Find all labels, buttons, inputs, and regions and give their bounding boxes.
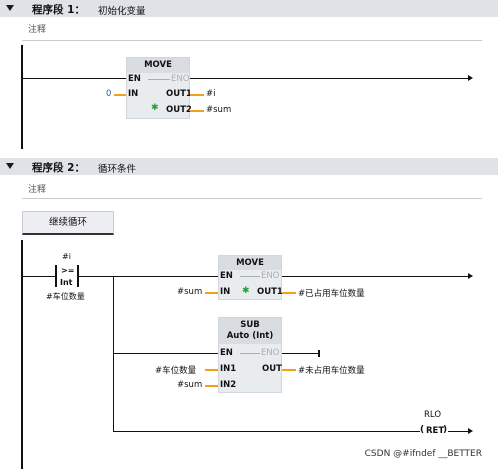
pin-eno: ENO — [261, 348, 280, 358]
network-2-header[interactable]: 程序段 2： 循环条件 — [0, 158, 498, 175]
in1-operand[interactable]: #车位数量 — [155, 366, 197, 376]
out1-pin-stub — [282, 292, 296, 294]
pin-en: EN — [220, 271, 233, 281]
ret-coil-left-paren: ( — [420, 425, 425, 435]
in-operand[interactable]: #sum — [177, 287, 203, 297]
sub-block-title: SUB — [240, 320, 260, 330]
in-pin-stub — [114, 94, 126, 96]
sub-block-datatype[interactable]: Auto (Int) — [226, 331, 274, 341]
sub-block-header: SUB Auto (Int) — [219, 318, 281, 344]
out-pin-stub — [282, 369, 296, 371]
pin-in: IN — [220, 287, 231, 297]
rung-end-arrow-icon — [468, 75, 473, 81]
rung-wire — [22, 78, 126, 79]
sub-block[interactable]: SUB Auto (Int) — [218, 317, 282, 393]
in2-operand[interactable]: #sum — [177, 380, 203, 390]
ret-rlo-label: RLO — [424, 410, 442, 420]
move-block-header: MOVE — [127, 58, 189, 73]
rung-end-arrow-icon — [468, 428, 473, 434]
network-2-title: 程序段 2： — [32, 162, 85, 174]
ret-coil[interactable]: RET — [426, 426, 445, 436]
out2-pin-stub — [190, 110, 204, 112]
network-1-comment[interactable]: 注释 — [28, 25, 47, 35]
collapse-triangle-icon[interactable] — [6, 163, 14, 169]
add-output-star-icon[interactable]: ✱ — [151, 103, 159, 113]
pin-en: EN — [220, 348, 233, 358]
en-eno-link — [240, 276, 260, 277]
branch-wire — [113, 276, 114, 432]
network-1-header[interactable]: 程序段 1： 初始化变量 — [0, 0, 498, 17]
network-1-name[interactable]: 初始化变量 — [98, 6, 146, 17]
move-block[interactable]: MOVE — [126, 57, 190, 119]
contact-left-bar — [55, 265, 57, 287]
rung-wire — [448, 431, 469, 432]
in1-pin-stub — [205, 369, 218, 371]
eno-wire — [282, 353, 318, 354]
network-2-name[interactable]: 循环条件 — [98, 164, 137, 175]
out-operand[interactable]: #未占用车位数量 — [298, 366, 365, 376]
contact-right-bar — [77, 265, 79, 287]
add-output-star-icon[interactable]: ✱ — [242, 286, 250, 296]
rung-end-arrow-icon — [468, 273, 473, 279]
network-2-comment[interactable]: 注释 — [28, 185, 47, 195]
contact-top-operand[interactable]: #i — [62, 252, 71, 261]
in2-pin-stub — [205, 385, 218, 387]
contact-bottom-operand[interactable]: #车位数量 — [46, 292, 85, 301]
pin-in1: IN1 — [220, 364, 237, 374]
out1-operand[interactable]: #已占用车位数量 — [298, 289, 365, 299]
out1-pin-stub — [190, 94, 204, 96]
network-1-title: 程序段 1： — [32, 4, 85, 16]
rung-wire — [190, 78, 469, 79]
pin-in2: IN2 — [220, 380, 237, 390]
collapse-triangle-icon[interactable] — [6, 5, 14, 11]
en-eno-link — [240, 353, 260, 354]
pin-in: IN — [128, 89, 139, 99]
pin-en: EN — [128, 74, 141, 84]
in-constant[interactable]: 0 — [106, 89, 112, 99]
comment-divider — [22, 198, 482, 199]
eno-wire-end — [318, 350, 320, 357]
pin-eno: ENO — [171, 74, 190, 84]
branch-wire-sub — [113, 353, 218, 354]
rung-wire — [22, 276, 55, 277]
comment-divider — [22, 40, 482, 41]
rung-wire — [79, 276, 218, 277]
contact-type[interactable]: Int — [60, 278, 73, 287]
power-rail — [21, 240, 23, 469]
contact-operator: >= — [61, 266, 75, 275]
out2-operand[interactable]: #sum — [206, 105, 232, 115]
move-block-header: MOVE — [219, 256, 281, 270]
jump-label-button[interactable]: 继续循环 — [22, 211, 114, 235]
move-block[interactable]: MOVE — [218, 255, 282, 300]
pin-out1: OUT1 — [257, 287, 283, 297]
power-rail — [21, 45, 23, 149]
in-pin-stub — [205, 292, 218, 294]
pin-out1: OUT1 — [166, 89, 192, 99]
pin-eno: ENO — [261, 271, 280, 281]
ret-coil-right-paren: ) — [443, 425, 448, 435]
pin-out2: OUT2 — [166, 105, 192, 115]
en-eno-link — [148, 79, 170, 80]
pin-out: OUT — [262, 364, 282, 374]
out1-operand[interactable]: #i — [206, 89, 216, 99]
rung-wire — [282, 276, 469, 277]
watermark: CSDN @#ifndef __BETTER — [364, 449, 482, 459]
branch-wire-ret — [113, 431, 420, 432]
